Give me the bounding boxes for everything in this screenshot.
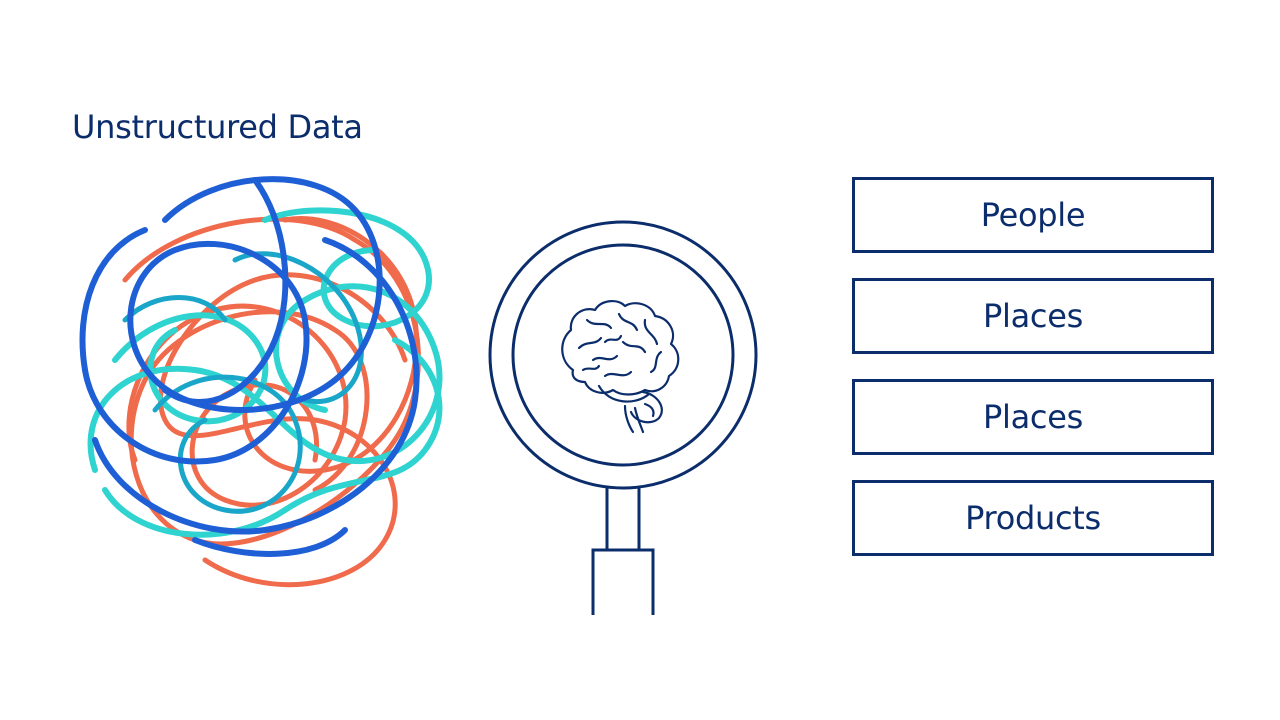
category-list: People Places Places Products — [852, 177, 1214, 581]
category-box-products: Products — [852, 480, 1214, 556]
section-title: Unstructured Data — [72, 108, 363, 146]
tangled-lines-icon — [79, 176, 443, 588]
category-box-people: People — [852, 177, 1214, 253]
magnifying-glass-icon — [488, 220, 758, 615]
category-box-places: Places — [852, 278, 1214, 354]
brain-icon — [561, 300, 680, 434]
category-box-places-2: Places — [852, 379, 1214, 455]
